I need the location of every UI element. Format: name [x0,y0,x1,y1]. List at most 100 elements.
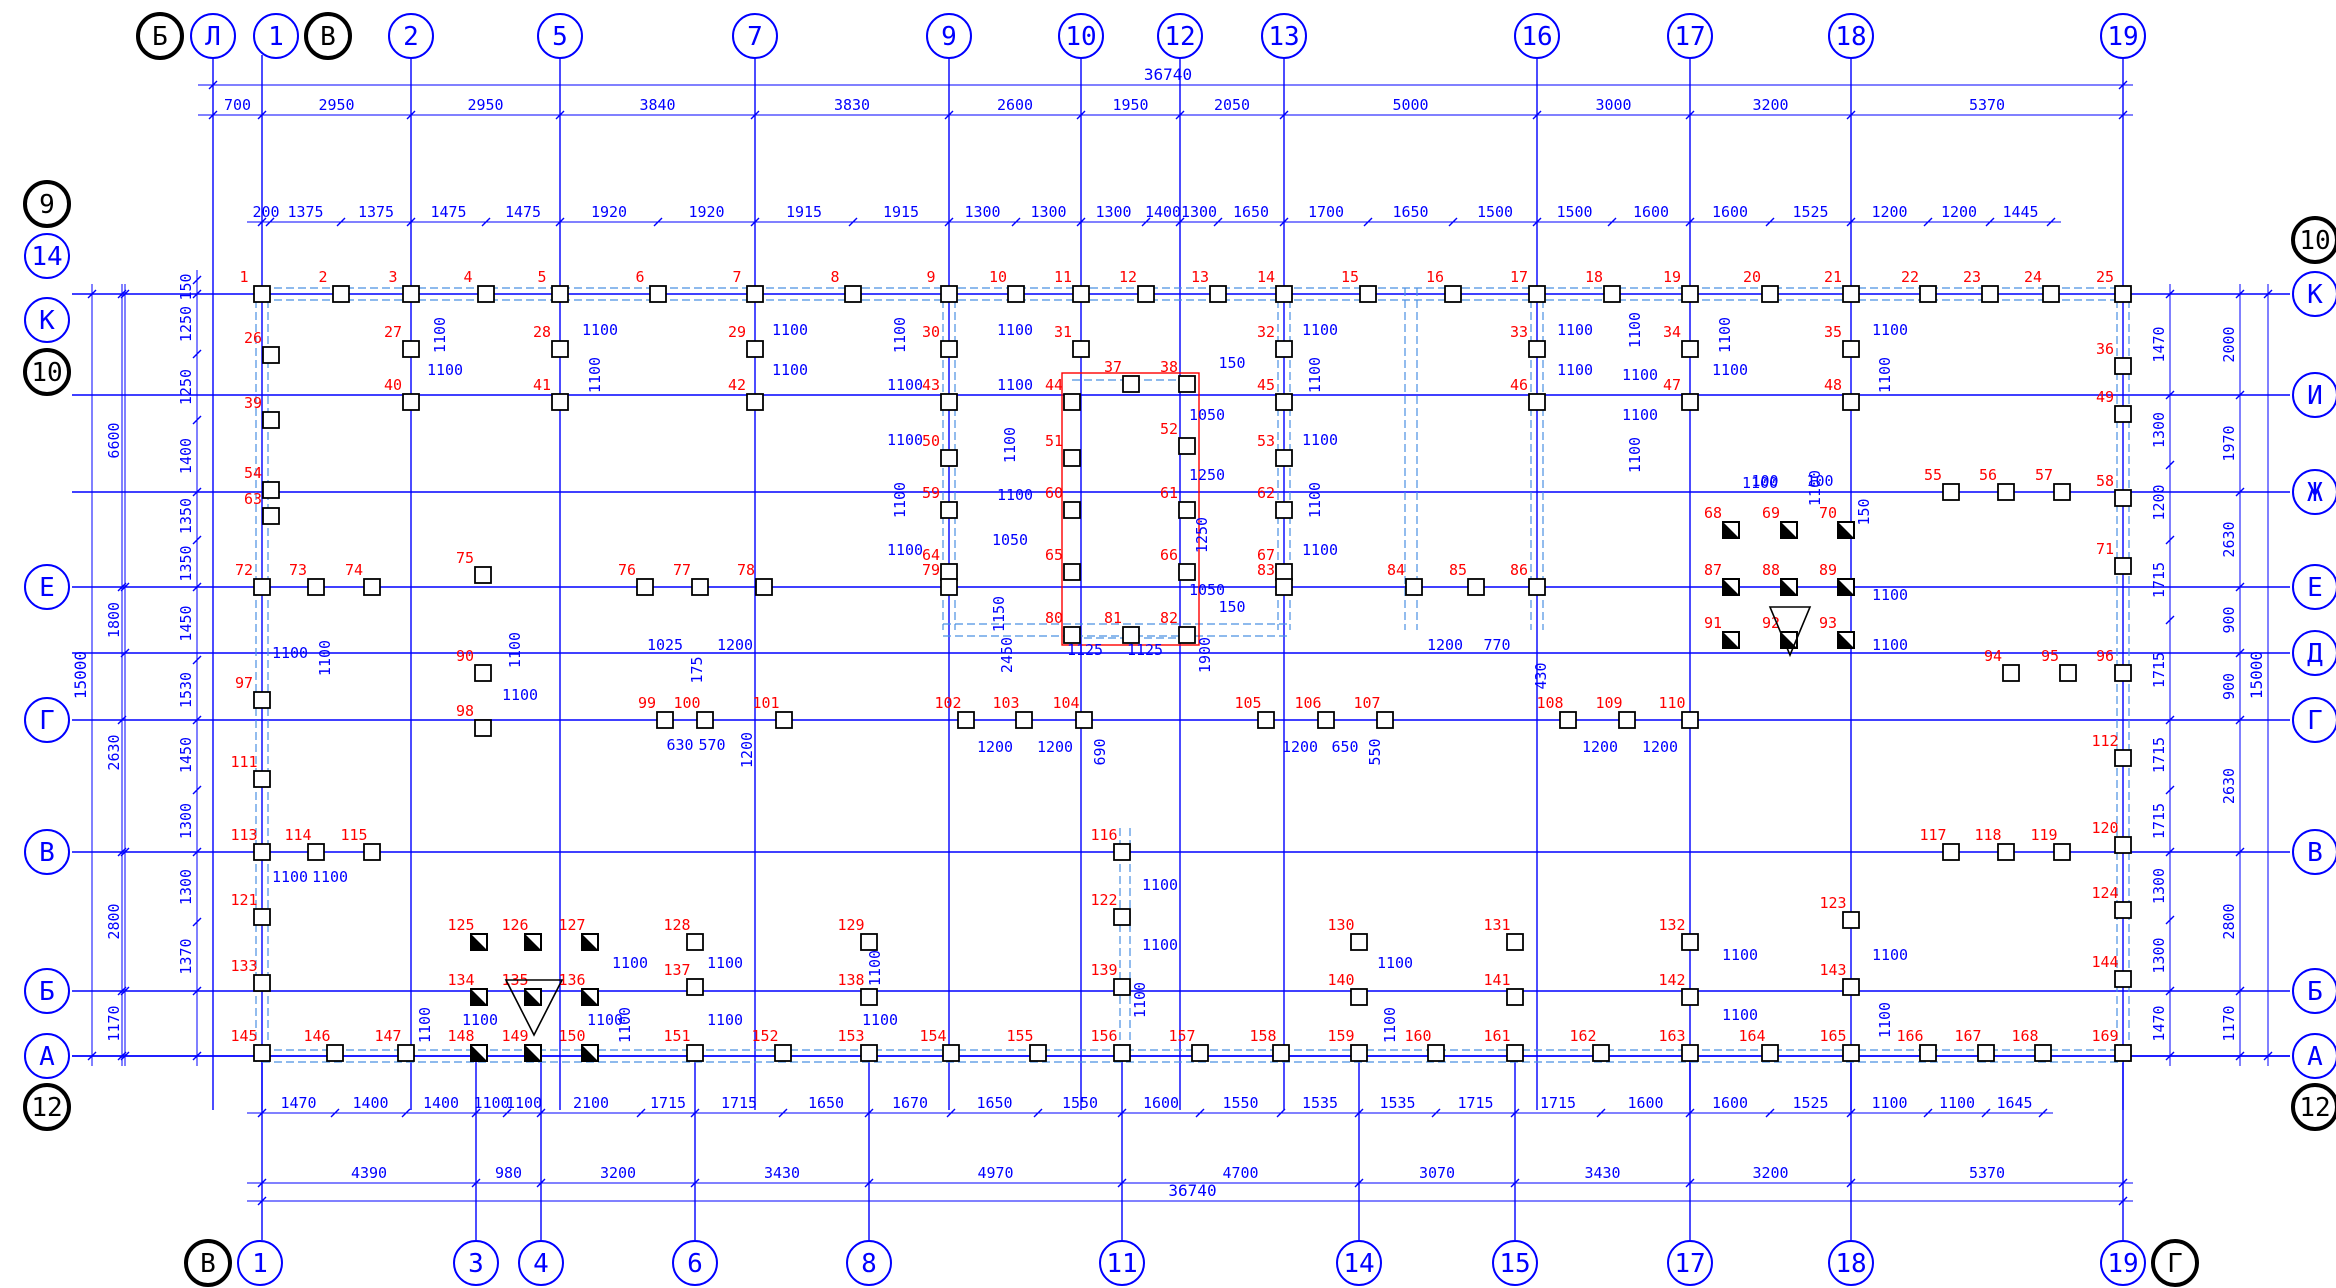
dimension-tick [1846,217,1856,227]
pile-marker [474,566,492,584]
pile-marker [253,974,271,992]
dimension-tick [750,110,760,120]
local-dimension-label: 1100 [1626,312,1644,348]
pile-number-label: 26 [244,329,262,347]
pile: 108 [1536,694,1577,729]
pile-spacing-dimension: 1300 [1181,203,1217,221]
pile-marker [1113,1044,1131,1062]
pile: 111 [230,753,271,788]
pile: 133 [230,957,271,992]
pile-marker [1681,933,1699,951]
axis-bubble-label: 9 [941,22,957,52]
pile-marker [1122,626,1140,644]
pile-number-label: 58 [2096,472,2114,490]
pile: 155 [1006,1027,1047,1062]
axis-bubble-label: В [39,838,55,868]
pile: 22 [1901,268,1937,303]
pile-spacing-dimension: 1715 [2150,652,2168,688]
pile: 94 [1984,647,2020,682]
dimension-tick [2235,1051,2245,1061]
axis-bubble-circle [537,13,583,59]
test-pile-fill [471,934,487,950]
axis-bubble-circle [136,12,184,60]
pile-marker [253,843,271,861]
dimension-tick [1213,217,1223,227]
pile-number-label: 51 [1045,432,1063,450]
pile: 76 [618,561,654,596]
pile-number-label: 163 [1658,1027,1685,1045]
pile-number-label: 78 [737,561,755,579]
axis-dimension: 2000 [2220,326,2238,362]
axis-bubble-label: 1 [252,1249,268,1279]
pile-number-label: 139 [1090,961,1117,979]
dimension-tick [1279,217,1289,227]
pile-marker [1842,1044,1860,1062]
pile-number-label: 118 [1974,826,2001,844]
axis-dimension: 700 [224,96,251,114]
axis-dimension: 3430 [1584,1164,1620,1182]
axis-bubble: Е [2292,564,2336,610]
pile-marker [1178,563,1196,581]
pile-number-label: 62 [1257,484,1275,502]
pile: 153 [837,1027,878,1062]
pile: 7 [732,268,764,303]
pile-number-label: 34 [1663,323,1681,341]
pile-spacing-dimension: 1530 [177,672,195,708]
pile-marker [2114,1044,2132,1062]
pile-number-label: 24 [2024,268,2042,286]
dimension-tick [2118,80,2128,90]
axis-bubble: 3 [453,1240,499,1286]
dimension-tick [1985,217,1995,227]
axis-bubble-label: Г [39,706,55,736]
axis-bubble: Г [2151,1239,2199,1287]
pile-spacing-dimension: 1550 [1062,1094,1098,1112]
pile: 115 [340,826,381,861]
pile-number-label: 136 [558,971,585,989]
pile-marker [844,285,862,303]
local-dimension-label: 1100 [1381,1007,1399,1043]
dimension-tick [1011,217,1021,227]
axis-bubble: К [24,297,70,343]
pile-spacing-dimension: 200 [252,203,279,221]
pile-spacing-dimension: 1370 [177,938,195,974]
pile-marker [656,711,674,729]
pile-marker [1681,340,1699,358]
pile-marker [262,411,280,429]
pile-spacing-dimension: 1600 [1712,1094,1748,1112]
pile-spacing-dimension: 1475 [505,203,541,221]
axis-bubble: Ж [2292,469,2336,515]
axis-bubble: 8 [846,1240,892,1286]
axis-bubble-label: 15 [1499,1249,1530,1279]
local-dimension-label: 1050 [992,531,1028,549]
pile-number-label: 28 [533,323,551,341]
test-pile-fill [525,934,541,950]
pile-number-label: 72 [235,561,253,579]
dimension-tick [1279,110,1289,120]
pile-marker [2002,664,2020,682]
axis-bubble-circle [2292,271,2336,317]
pile: 169 [2091,1027,2132,1062]
pile-number-label: 23 [1963,268,1981,286]
pile: 26 [244,329,280,364]
pile-spacing-dimension: 1375 [287,203,323,221]
axis-bubble: Г [2292,697,2336,743]
pile: 64 [922,546,958,581]
axis-dimension: 3070 [1419,1164,1455,1182]
pile-number-label: 104 [1052,694,1079,712]
local-dimension-label: 770 [1483,636,1510,654]
pile-spacing-dimension: 1715 [2150,562,2168,598]
axis-bubble-label: 18 [1835,22,1866,52]
dimension-tick [192,986,202,996]
pile-number-label: 7 [732,268,741,286]
local-dimension-label: 1100 [1626,437,1644,473]
local-dimension-label: 1100 [1742,474,1778,492]
pile-number-label: 157 [1168,1027,1195,1045]
axis-dimension: 2630 [2220,768,2238,804]
pile-marker [363,578,381,596]
pile-number-label: 143 [1819,961,1846,979]
pile-marker [1842,340,1860,358]
pile-number-label: 87 [1704,561,1722,579]
dimension-tick [502,1108,512,1118]
axis-dimension: 2800 [105,903,123,939]
